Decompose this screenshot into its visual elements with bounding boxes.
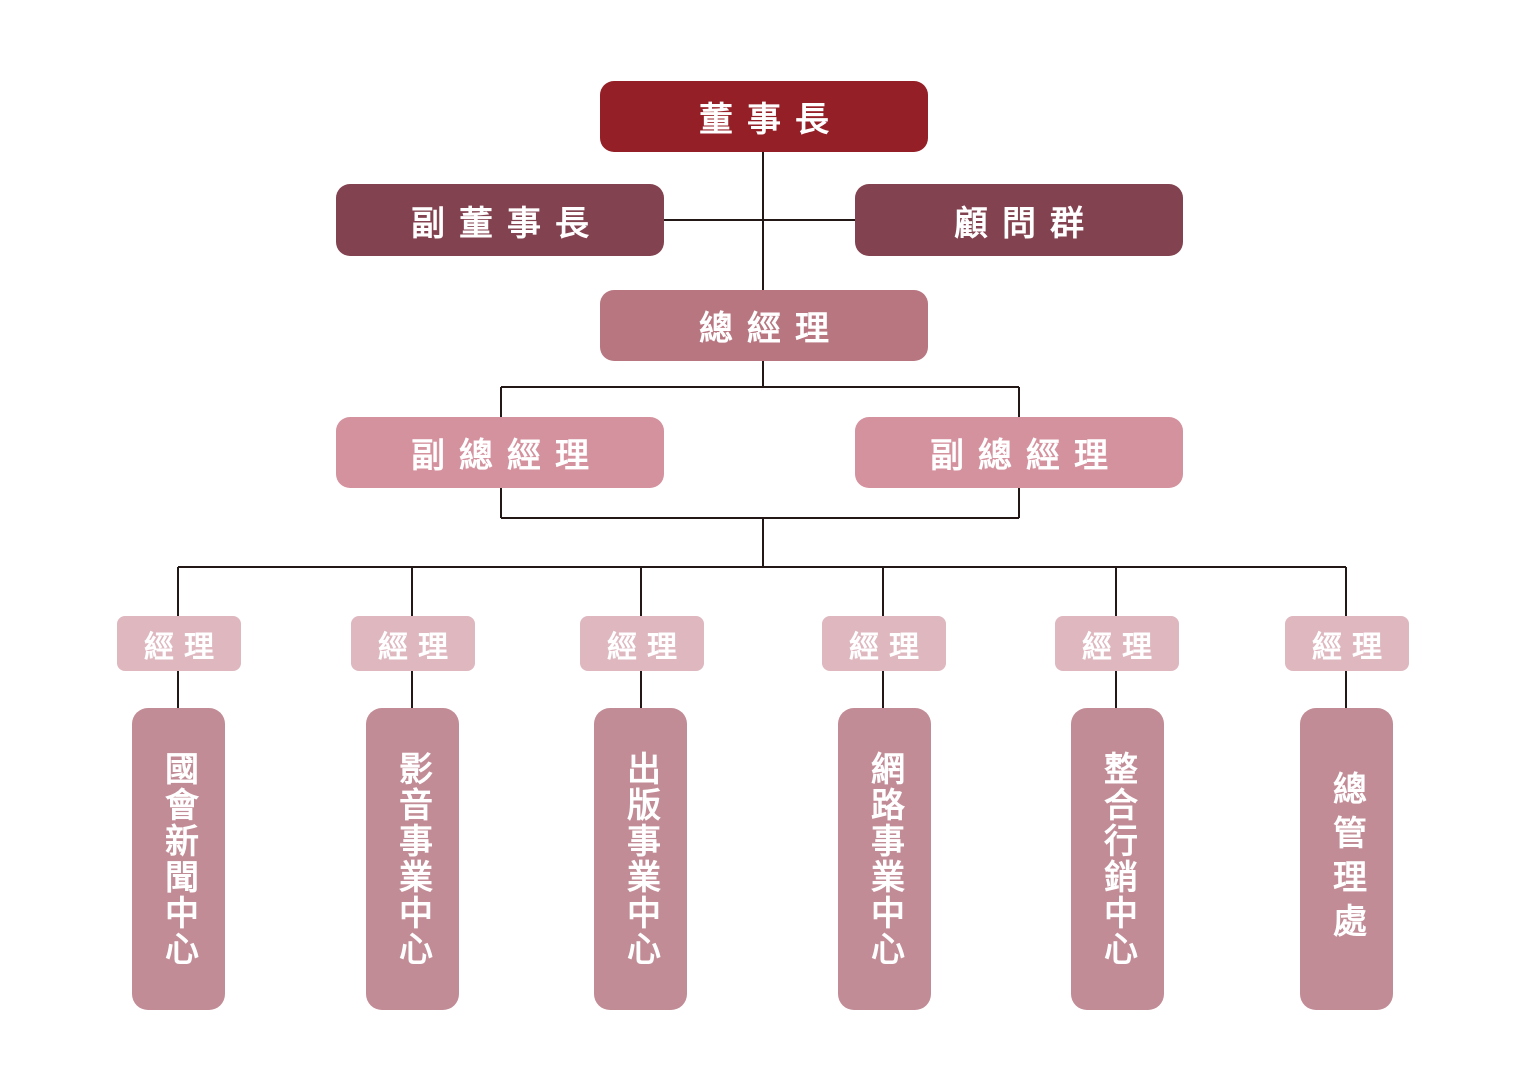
manager-box: 經理 [351, 616, 475, 671]
advisors-box: 顧問群 [855, 184, 1183, 256]
deputy-general-manager-box: 副總經理 [336, 417, 664, 488]
department-box: 總管理處 [1300, 708, 1393, 1010]
department-box: 出版事業中心 [594, 708, 687, 1010]
general-manager-box: 總經理 [600, 290, 928, 361]
department-box: 國會新聞中心 [132, 708, 225, 1010]
manager-box: 經理 [117, 616, 241, 671]
manager-box: 經理 [1055, 616, 1179, 671]
vice-chairman-box: 副董事長 [336, 184, 664, 256]
department-box: 影音事業中心 [366, 708, 459, 1010]
manager-box: 經理 [1285, 616, 1409, 671]
deputy-general-manager-box: 副總經理 [855, 417, 1183, 488]
department-box: 網路事業中心 [838, 708, 931, 1010]
manager-box: 經理 [580, 616, 704, 671]
department-box: 整合行銷中心 [1071, 708, 1164, 1010]
chairman-box: 董事長 [600, 81, 928, 152]
manager-box: 經理 [822, 616, 946, 671]
